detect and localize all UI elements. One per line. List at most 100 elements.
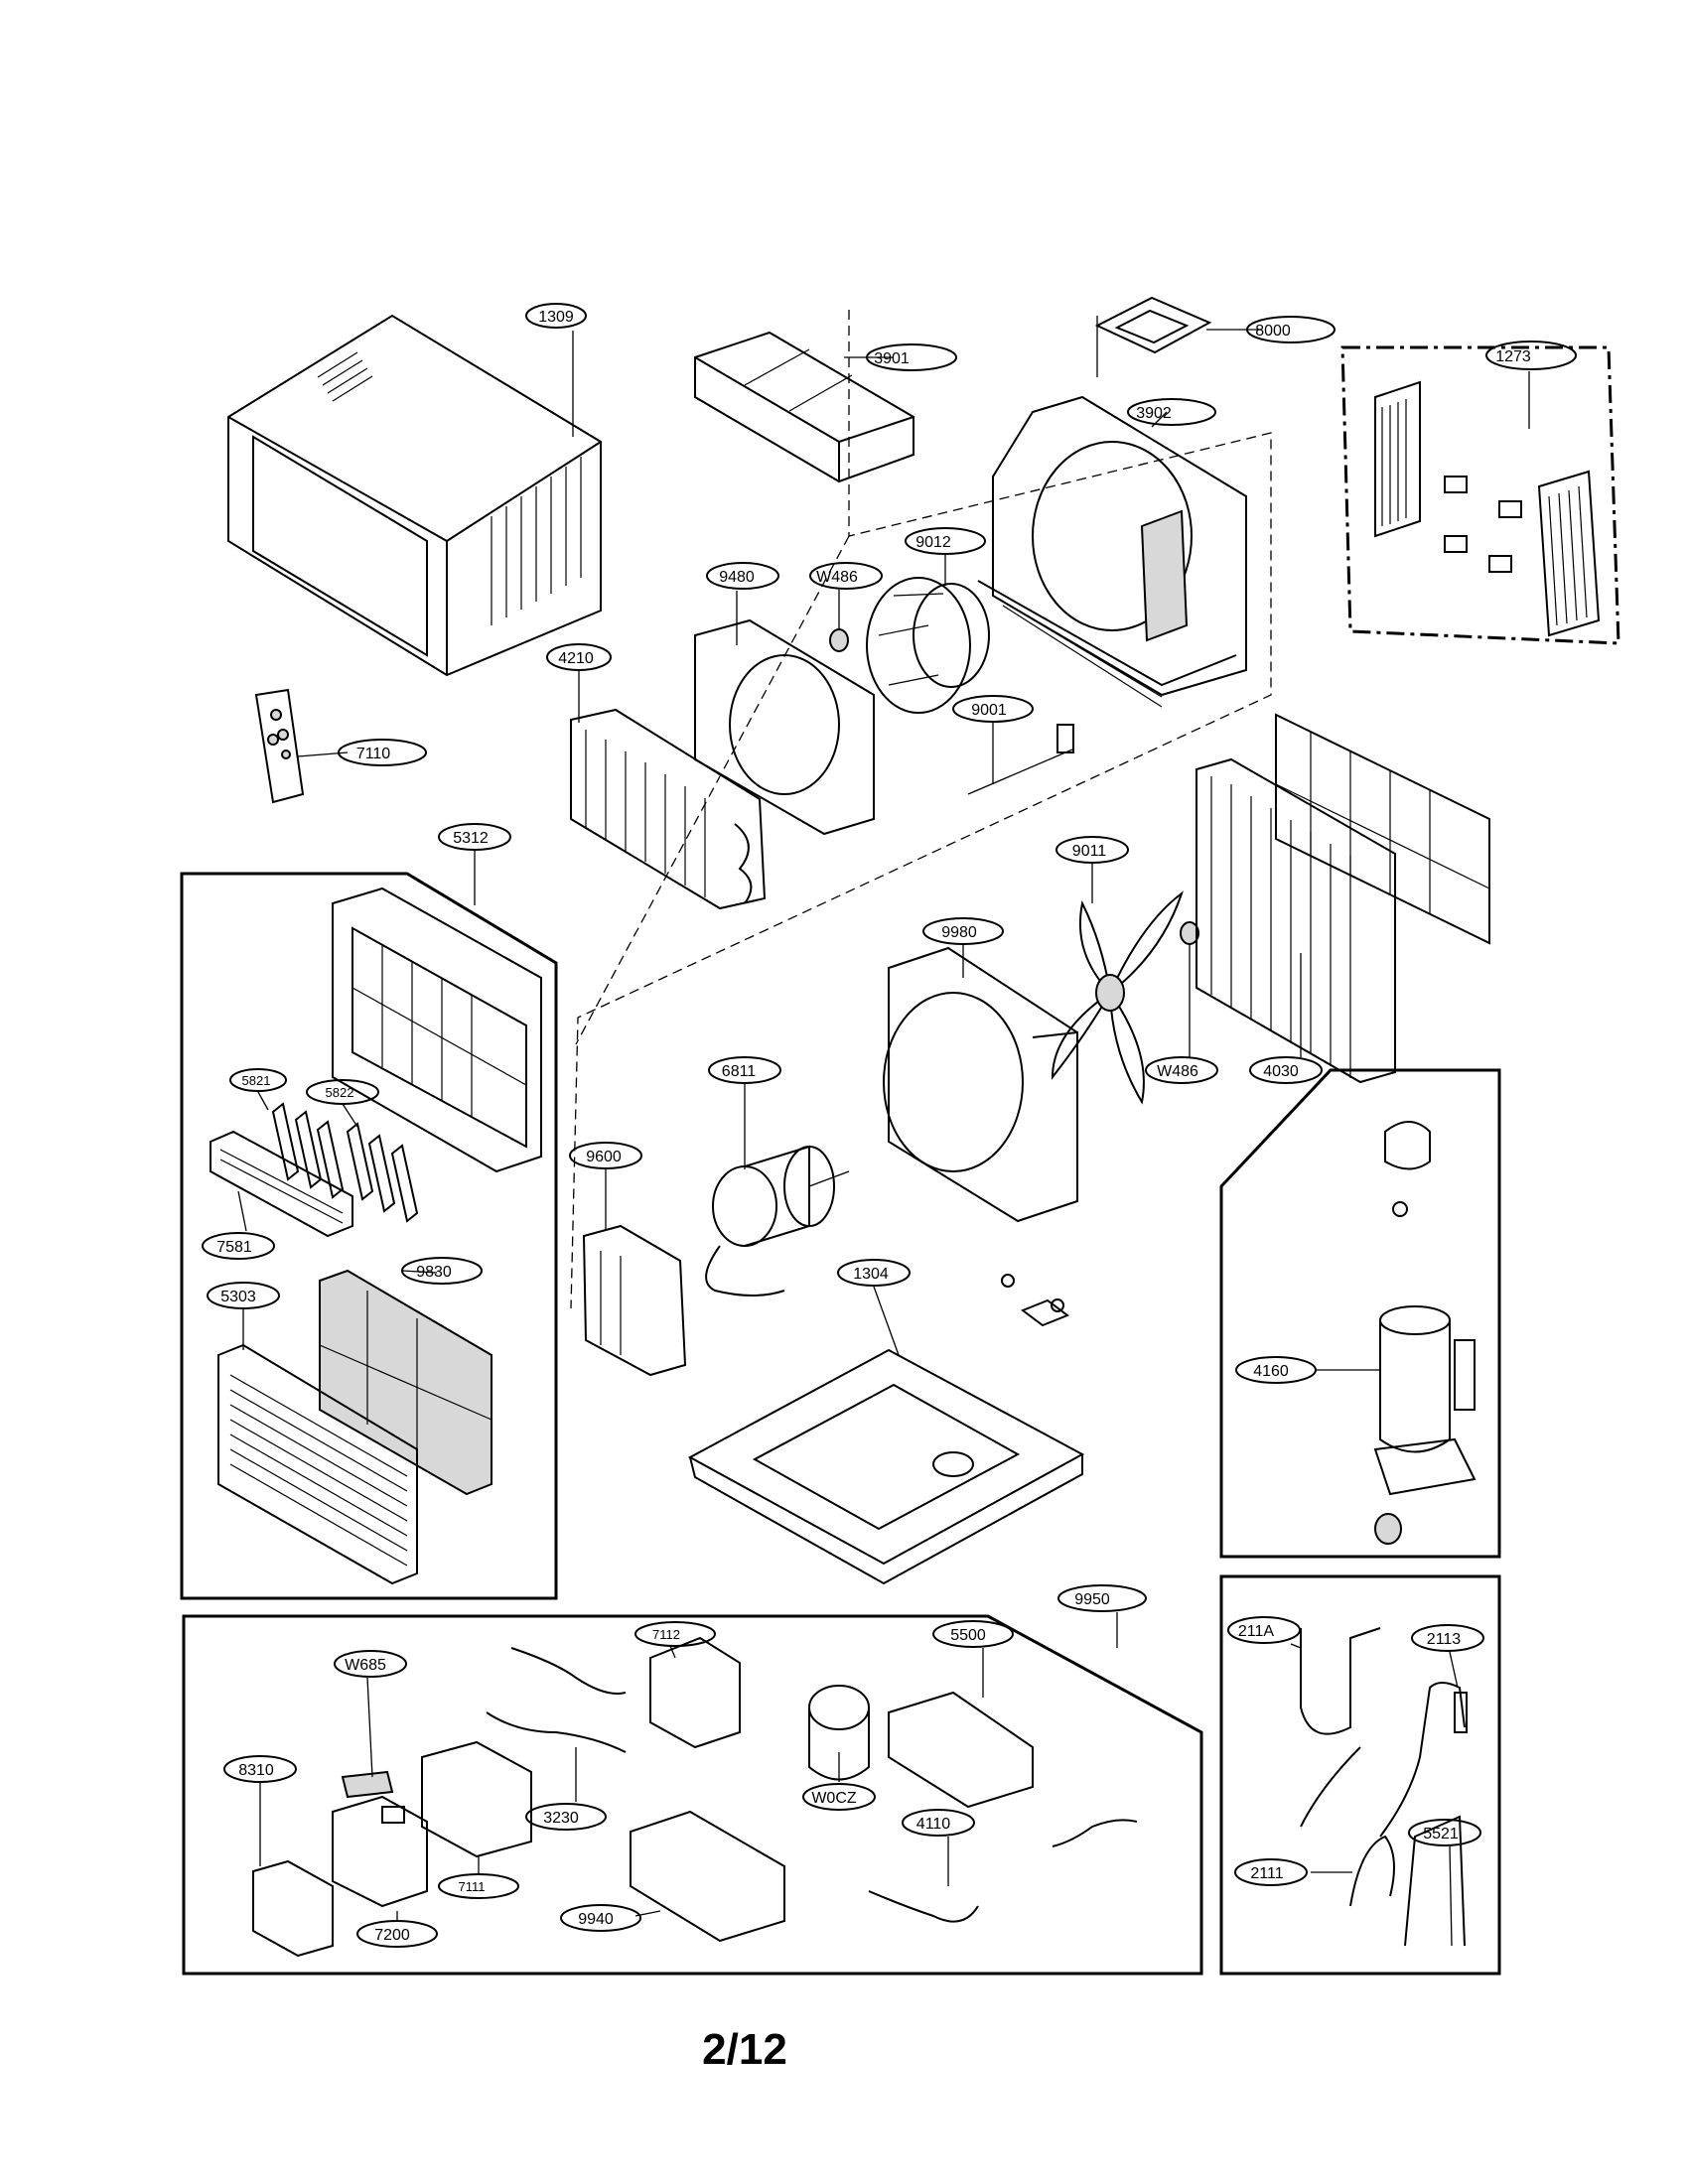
callout-9012-bubble [905,527,986,555]
chassis-dashed-envelope-2 [575,535,850,1045]
callout-9980: 9980 [941,924,977,941]
orifice-plate-part [694,618,875,836]
callout-7112-bubble [634,1621,716,1647]
callout-4210: 4210 [558,650,594,667]
control-parts [252,1636,1138,1958]
callout-9600-bubble [569,1142,642,1169]
callout-5521: 5521 [1423,1826,1459,1843]
air-guide-part [694,331,914,483]
callout-1309-bubble [525,303,587,329]
callout-1304-bubble [837,1259,911,1287]
callout-3230-bubble [525,1803,607,1831]
callout-5821-bubble [229,1068,287,1092]
callout-8310-bubble [223,1755,297,1783]
bracket-part [1094,296,1212,377]
callout-8000: 8000 [1255,323,1291,340]
motor-mount-part [582,1224,687,1377]
louver-set-part [271,1102,419,1223]
callout-5312-bubble [438,823,511,851]
callout-9001-bubble [952,695,1034,723]
front-grille-group-box [180,872,558,1600]
callout-6811-bubble [708,1056,781,1084]
base-group-dashed-box [1340,345,1620,645]
callout-3901-bubble [866,343,957,371]
callout-9940-bubble [560,1904,641,1932]
callout-9940: 9940 [578,1911,614,1928]
callout-w486-top-bubble [809,562,883,590]
callout-2113-bubble [1411,1624,1484,1652]
callout-5303: 5303 [220,1289,256,1305]
tubing-parts [1300,1627,1468,1947]
callout-211a-bubble [1227,1616,1301,1644]
callout-4030-bubble [1249,1056,1323,1084]
page-number: 2/12 [702,2025,787,2074]
callout-3902-bubble [1127,398,1216,426]
tubing-group-box [1219,1574,1501,1976]
callout-9950: 9950 [1074,1591,1110,1608]
base-pan-part [687,1274,1085,1585]
base-bracket-set-part [1374,380,1601,637]
callout-9480: 9480 [719,569,755,586]
callouts: 1309 3901 8000 3902 1273 9012 9480 W486 … [202,303,1577,1948]
callout-8310: 8310 [238,1762,274,1779]
callout-7111-bubble [438,1873,519,1899]
callout-w486-top: W486 [816,569,858,586]
callout-w486-bottom-bubble [1145,1056,1218,1084]
callout-9011-bubble [1055,836,1129,864]
callout-5312: 5312 [453,830,489,847]
callout-8000-bubble [1246,316,1336,343]
blower-wheel-part [866,577,990,714]
callout-w685: W685 [345,1657,386,1674]
callout-4160: 4160 [1253,1363,1289,1380]
callout-9830-bubble [401,1257,483,1285]
callout-7110-bubble [338,739,427,766]
washer-part [829,628,849,652]
callout-5521-bubble [1408,1819,1481,1846]
callout-3902: 3902 [1136,405,1172,422]
callout-w486-bottom: W486 [1157,1063,1198,1080]
callout-5500-bubble [932,1620,1014,1648]
callout-2113: 2113 [1427,1631,1462,1648]
callout-1273-bubble [1485,341,1577,370]
callout-7200-bubble [356,1920,438,1948]
callout-4110-bubble [902,1809,975,1837]
air-shroud-part [977,395,1247,708]
callout-2111: 2111 [1250,1865,1283,1882]
callout-5822: 5822 [326,1085,354,1100]
callout-5822-bubble [306,1079,379,1105]
callout-7111: 7111 [459,1879,486,1894]
condenser-coil-part [1196,713,1490,1084]
callout-1304: 1304 [853,1266,889,1283]
callout-7110: 7110 [356,746,391,762]
remote-control-part [254,688,305,804]
callout-4210-bubble [546,643,612,671]
callout-9480-bubble [706,562,779,590]
callout-9830: 9830 [416,1264,452,1281]
front-frame-part [332,887,542,1173]
fan-shaft-part [967,724,1074,795]
callout-7112: 7112 [652,1627,680,1642]
callout-5821: 5821 [242,1073,271,1088]
callout-7200: 7200 [374,1927,410,1944]
cabinet-part [227,314,602,677]
callout-w0cz: W0CZ [811,1790,857,1807]
callout-w0cz-bubble [802,1783,876,1811]
callout-5500: 5500 [950,1627,986,1644]
callout-9001: 9001 [971,702,1007,719]
callout-211a: 211A [1238,1623,1275,1640]
fan-shroud-part [883,946,1078,1223]
control-group-box [182,1614,1203,1976]
chassis-dashed-envelope [570,310,1272,1309]
callout-4110: 4110 [916,1816,951,1833]
callout-9012: 9012 [915,534,951,551]
callout-3230: 3230 [543,1810,579,1827]
callout-7581-bubble [202,1232,275,1260]
fan-motor-part [705,1145,850,1297]
callout-7581: 7581 [216,1239,252,1256]
axial-fan-part [1051,890,1184,1105]
callout-9600: 9600 [586,1149,622,1165]
callout-4160-bubble [1235,1356,1317,1384]
callout-4030: 4030 [1263,1063,1299,1080]
callout-9950-bubble [1057,1584,1147,1612]
